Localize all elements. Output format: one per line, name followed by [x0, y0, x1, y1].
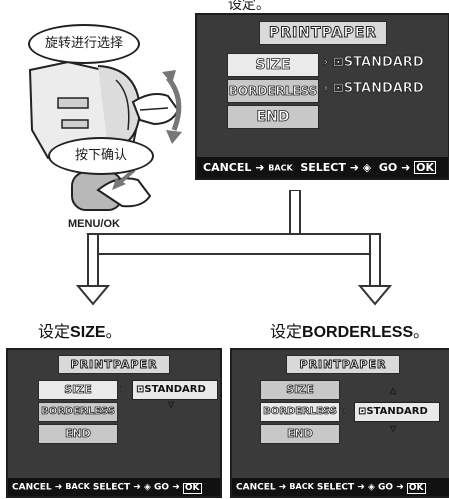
left-item-size[interactable]: SIZE: [38, 380, 118, 400]
chevron-right-icon: ›: [342, 404, 347, 418]
ok-button-illustration: [71, 168, 152, 211]
press-callout: 按下确认: [48, 137, 154, 175]
dial-icon: ◈: [362, 161, 372, 174]
left-value-box[interactable]: ⊡STANDARD: [132, 380, 218, 400]
right-item-end[interactable]: END: [260, 424, 340, 444]
right-item-size[interactable]: SIZE: [260, 380, 340, 400]
left-lcd-screen: PRINTPAPER SIZE BORDERLESS END › ⊡STANDA…: [6, 348, 222, 498]
menu-ok-label: MENU/OK: [68, 218, 120, 230]
down-arrow-icon: ▽: [168, 400, 175, 410]
chevron-right-icon: ›: [323, 81, 329, 97]
paper-icon: ⊡: [332, 55, 344, 71]
right-lcd-screen: PRINTPAPER SIZE BORDERLESS END △ › ⊡STAN…: [230, 348, 449, 498]
rotate-callout: 旋转进行选择: [28, 24, 140, 64]
main-lcd-screen: PRINTPAPER SIZE BORDERLESS END › ⊡STANDA…: [195, 13, 449, 180]
paper-icon: ⊡: [332, 81, 344, 97]
left-item-end[interactable]: END: [38, 424, 118, 444]
top-caption: 设定。: [228, 0, 270, 13]
up-arrow-icon: △: [390, 386, 397, 396]
right-title: PRINTPAPER: [286, 355, 400, 374]
main-footer: CANCEL ➜ BACK SELECT ➜ ◈ GO ➜ OK: [197, 157, 448, 178]
left-caption: 设定SIZE。: [38, 322, 122, 341]
dial-icon: ◈: [143, 482, 151, 493]
down-arrow-icon: ▽: [390, 424, 397, 434]
main-value-size: › ⊡STANDARD: [323, 55, 424, 71]
dial-icon: ◈: [367, 482, 375, 493]
right-footer: CANCEL ➜ BACK SELECT ➜ ◈ GO ➜ OK: [232, 478, 449, 496]
paper-icon: ⊡: [358, 406, 367, 417]
paper-icon: ⊡: [136, 384, 145, 395]
left-title: PRINTPAPER: [58, 355, 170, 374]
right-caption: 设定BORDERLESS。: [270, 322, 430, 341]
main-title: PRINTPAPER: [259, 21, 387, 45]
flow-connector: [75, 190, 393, 306]
chevron-right-icon: ›: [120, 382, 125, 396]
left-footer: CANCEL ➜ BACK SELECT ➜ ◈ GO ➜ OK: [8, 478, 220, 496]
main-item-end[interactable]: END: [227, 105, 319, 129]
main-value-borderless: › ⊡STANDARD: [323, 81, 424, 97]
left-item-borderless[interactable]: BORDERLESS: [38, 402, 118, 422]
right-item-borderless[interactable]: BORDERLESS: [260, 402, 340, 422]
main-item-borderless[interactable]: BORDERLESS: [227, 79, 319, 103]
right-value-box[interactable]: ⊡STANDARD: [354, 402, 440, 422]
chevron-right-icon: ›: [323, 55, 329, 71]
main-item-size[interactable]: SIZE: [227, 53, 319, 77]
